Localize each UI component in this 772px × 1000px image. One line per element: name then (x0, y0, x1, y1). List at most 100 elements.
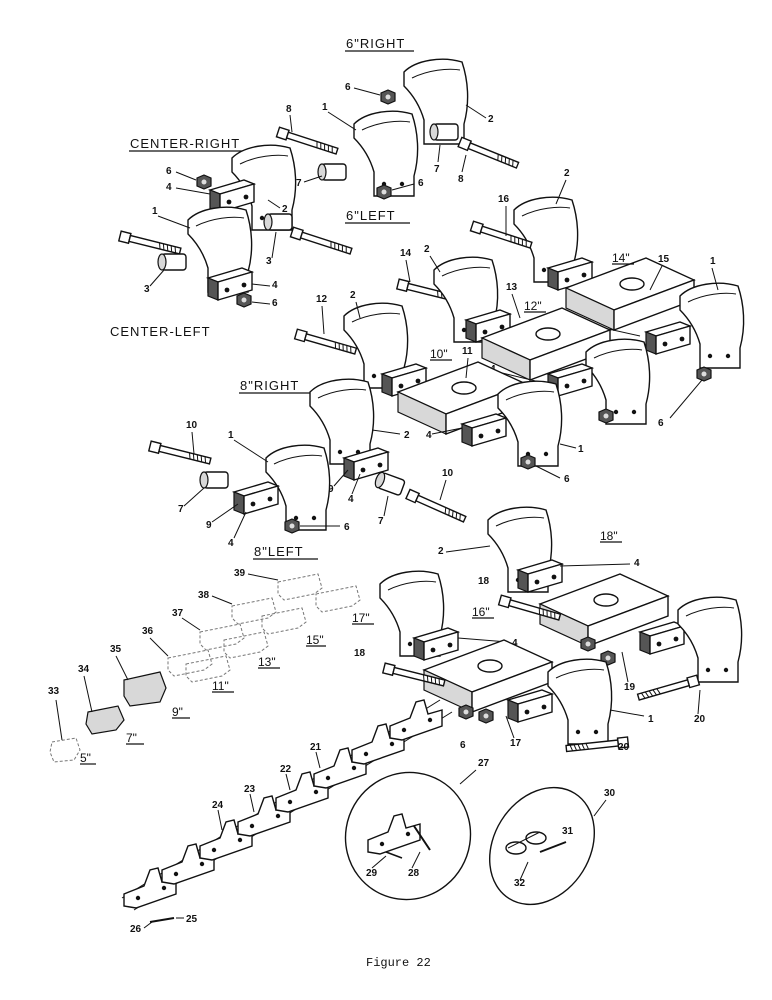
spacer-8-right (372, 470, 406, 497)
spacer-6-right (429, 123, 459, 141)
callout-36: 36 (142, 626, 154, 637)
leader (83, 675, 93, 713)
leader (115, 655, 129, 681)
leader (327, 111, 357, 131)
callout-27: 27 (478, 758, 490, 769)
callout-4-i: 4 (512, 638, 518, 649)
callout-2-d: 2 (424, 244, 430, 255)
leader (181, 617, 201, 631)
size-10: 10" (430, 347, 448, 361)
size-17: 17" (352, 611, 370, 625)
leader (411, 851, 421, 869)
bolt-8-right (405, 488, 468, 525)
leader (371, 429, 401, 435)
callout-7-b: 7 (296, 178, 302, 189)
leader (247, 573, 279, 581)
leader (649, 265, 663, 291)
callout-2-f: 2 (404, 430, 410, 441)
size-14: 14" (612, 251, 630, 265)
blade-16b (547, 658, 613, 745)
callout-16-a: 16 (498, 194, 510, 205)
spacer-8-left (199, 471, 229, 489)
callout-6-a: 6 (345, 82, 351, 93)
shim-36 (167, 649, 213, 677)
leader (511, 293, 521, 319)
callout-6-f: 6 (564, 474, 570, 485)
label-center-left: CENTER-LEFT (110, 324, 211, 339)
callout-15: 15 (658, 254, 670, 265)
leader (383, 495, 389, 517)
spacer-center-left-a (157, 253, 187, 271)
blade-10b (497, 380, 563, 467)
callout-2-b: 2 (282, 204, 288, 215)
leader (191, 431, 195, 455)
callout-1-b: 1 (152, 206, 158, 217)
callout-34: 34 (78, 664, 90, 675)
callout-9-a: 9 (328, 484, 334, 495)
callout-8-a: 8 (458, 174, 464, 185)
spacer-center-right (317, 163, 347, 181)
nut-14 (696, 366, 712, 382)
leader (355, 301, 361, 319)
label-6-right: 6"RIGHT (346, 36, 405, 51)
bolt-center-left (118, 230, 183, 257)
callout-2-g: 2 (438, 546, 444, 557)
callout-1-a: 1 (322, 102, 328, 113)
callout-8-b: 8 (286, 104, 292, 115)
leader (465, 104, 487, 119)
callout-24: 24 (212, 800, 224, 811)
callout-4-h: 4 (634, 558, 640, 569)
callout-14: 14 (400, 248, 412, 259)
nut-6-right (380, 89, 396, 105)
callout-2-e: 2 (350, 290, 356, 301)
leader (149, 637, 169, 657)
leader (175, 187, 211, 195)
leader (271, 231, 277, 259)
callout-18-b: 18 (354, 648, 366, 659)
callout-19: 19 (624, 682, 636, 693)
pin-29 (385, 851, 403, 859)
callout-31: 31 (562, 826, 574, 837)
size-16: 16" (472, 605, 490, 619)
leader (431, 427, 463, 435)
leader (55, 699, 63, 741)
leader (505, 715, 515, 739)
callout-10-b: 10 (186, 420, 198, 431)
callout-30: 30 (604, 788, 616, 799)
leader (445, 545, 491, 553)
plate-14b (645, 321, 691, 355)
callout-3-a: 3 (144, 284, 150, 295)
callout-4-g: 4 (228, 538, 234, 549)
leader (459, 769, 477, 785)
leader (211, 503, 239, 523)
connector-link-30 (505, 831, 547, 855)
callout-4-f: 4 (348, 494, 354, 505)
leader (405, 259, 411, 283)
callout-28: 28 (408, 868, 420, 879)
callout-2-a: 2 (488, 114, 494, 125)
callout-2-c: 2 (564, 168, 570, 179)
leader (429, 255, 441, 273)
callout-6-g: 6 (344, 522, 350, 533)
label-8-right: 8"RIGHT (240, 378, 299, 393)
leader (157, 215, 191, 229)
bolt-center-left-b (289, 226, 354, 257)
nut-16-a (458, 704, 474, 720)
callout-17: 17 (510, 738, 522, 749)
bolt-20-a (636, 674, 701, 703)
callout-29: 29 (366, 868, 378, 879)
leader (535, 465, 561, 479)
callout-7-c: 7 (378, 516, 384, 527)
leader (351, 473, 361, 495)
nut-12 (598, 408, 614, 424)
callout-23: 23 (244, 784, 256, 795)
size-13: 13" (258, 655, 276, 669)
leader (233, 439, 269, 463)
bolt-6-right (457, 136, 521, 171)
callout-7-a: 7 (434, 164, 440, 175)
callout-11: 11 (462, 346, 473, 357)
callout-21: 21 (310, 742, 322, 753)
bolt-8-left (148, 440, 213, 467)
leader (559, 443, 577, 449)
nut-center-right-b (196, 174, 212, 190)
